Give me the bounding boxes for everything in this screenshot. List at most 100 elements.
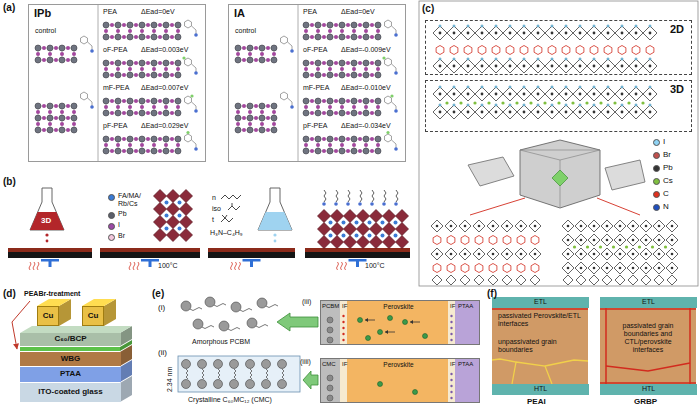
lead-atom (115, 60, 121, 66)
iodine-atom (266, 104, 270, 108)
lead-atom (506, 253, 509, 256)
iodine-atom (358, 137, 362, 141)
octahedron (563, 275, 573, 285)
octahedron (627, 262, 639, 274)
fullerene (327, 385, 333, 391)
iodine-atom (164, 67, 168, 71)
side-chain (240, 309, 252, 312)
octahedron (602, 275, 612, 285)
octahedron (487, 220, 499, 232)
lead-atom (103, 148, 109, 154)
iodine-atom (42, 128, 46, 132)
substrate-layer (8, 252, 92, 258)
lead-atom (271, 45, 277, 51)
octahedron (666, 234, 678, 246)
electrode: Cu (37, 306, 59, 326)
octahedra-row (433, 86, 657, 101)
iodine-atom (266, 46, 270, 50)
iodine-atom (128, 143, 132, 147)
halide-atom (649, 104, 651, 106)
passivated-interface (492, 308, 588, 310)
film-layer (8, 248, 92, 252)
halide-atom (453, 86, 455, 88)
layer-label: IF (342, 361, 347, 368)
legend-entry: I (108, 221, 120, 230)
lead-atom (363, 136, 369, 142)
lead-atom (537, 93, 540, 96)
lead-atom (551, 111, 554, 114)
octahedron (643, 26, 657, 40)
iodine-atom (152, 105, 156, 109)
iodine-atom (254, 46, 258, 50)
subpanel-number: (ii) (158, 348, 167, 357)
iodine-atom (146, 111, 150, 115)
iodine-atom (236, 110, 240, 114)
organic-spacer (447, 236, 455, 245)
treatment-label: PEABr-treatment (24, 290, 80, 298)
layer-label: PTAA (20, 369, 121, 378)
halide-atom (607, 25, 609, 27)
octahedron (601, 262, 613, 274)
octahedron (629, 26, 643, 40)
energy-value: ΔEad=-0.009eV (341, 46, 391, 54)
energy-value: ΔEad=0.029eV (141, 122, 188, 130)
octahedron (573, 59, 587, 73)
interface-dot (450, 391, 452, 393)
ammonium-head (382, 202, 386, 206)
iodine-atom (104, 143, 108, 147)
octahedron (601, 220, 613, 232)
iodine-atom (170, 73, 174, 77)
lead-atom (606, 225, 609, 228)
octahedron (588, 262, 600, 274)
octahedron (615, 59, 629, 73)
panel-letter: (f) (487, 288, 497, 300)
lead-atom (632, 253, 635, 256)
halide-atom (509, 58, 511, 60)
lead-atom (567, 267, 570, 270)
side-chain (256, 325, 268, 328)
octahedron (562, 262, 574, 274)
iodine-atom (310, 137, 314, 141)
octahedron (627, 248, 639, 260)
halide-atom (495, 58, 497, 60)
iodine-atom (134, 73, 138, 77)
adsorption-panel: IPbcontrolPEAΔEad=0eVoF-PEAΔEad=0.003eVm… (28, 4, 206, 162)
drop (273, 233, 276, 236)
lead-atom (327, 136, 333, 142)
iodine-atom (358, 73, 362, 77)
iodine-atom (122, 73, 126, 77)
legend-text: Br (663, 150, 671, 159)
lead-atom (351, 148, 357, 154)
trap-state (342, 327, 344, 329)
iodine-atom (176, 29, 180, 33)
bond (288, 42, 293, 46)
lead-atom (375, 136, 381, 142)
bond (192, 64, 197, 68)
iodine-atom (140, 29, 144, 33)
octahedron (615, 26, 629, 40)
bond (192, 102, 197, 106)
lead-atom (632, 239, 635, 242)
lead-atom (59, 45, 65, 51)
iodine-atom (358, 149, 362, 153)
panel-letter: (e) (152, 288, 164, 300)
lead-atom (139, 34, 145, 40)
iodine-atom (42, 58, 46, 62)
trap-state (342, 315, 344, 317)
lead-atom (139, 98, 145, 104)
iodine-atom (370, 149, 374, 153)
legend-text: C (663, 189, 669, 198)
lead-atom (635, 65, 638, 68)
octahedron (344, 223, 357, 236)
iodine-atom (104, 67, 108, 71)
legend-entry: Br (108, 232, 125, 241)
heat-wave (239, 262, 241, 270)
octahedron (531, 26, 545, 40)
lead-atom (151, 136, 157, 142)
iodine-atom (370, 35, 374, 39)
ammonium-head (322, 202, 326, 206)
iodine-atom (322, 35, 326, 39)
legend-swatch (108, 234, 115, 241)
bond (88, 98, 93, 102)
organic-spacer (534, 46, 542, 55)
